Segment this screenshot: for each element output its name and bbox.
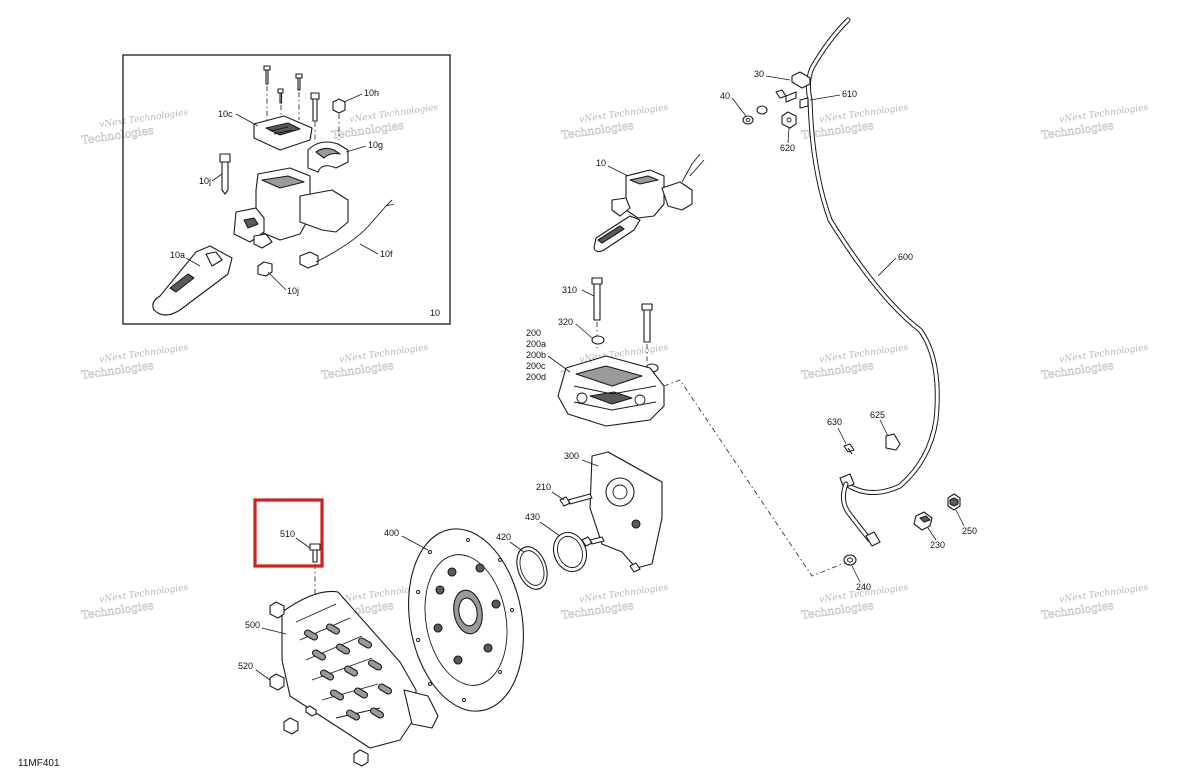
callout-300: 300 [564, 451, 579, 461]
tone-ring-420 [516, 546, 548, 590]
callout-10g: 10g [368, 140, 383, 150]
clip-610 [799, 97, 809, 109]
callout-10c: 10c [218, 109, 233, 119]
inset-number-label: 10 [430, 308, 440, 318]
callout-10f: 10f [380, 249, 393, 259]
inset-master-cylinder-detail: 10 [122, 54, 451, 325]
bleeder-230 [913, 511, 933, 531]
cover-screws [263, 65, 303, 120]
callout-600: 600 [898, 252, 913, 262]
callout-200d: 200d [526, 372, 546, 382]
seal-ring-430 [552, 531, 588, 573]
guard-nuts-520 [269, 601, 369, 767]
callout-320: 320 [558, 317, 573, 327]
callout-500: 500 [245, 620, 260, 630]
callout-240: 240 [856, 582, 871, 592]
bracket-bolts-210 [559, 493, 641, 573]
reservoir-cover-10c [253, 115, 313, 151]
callout-40: 40 [720, 91, 730, 101]
washer-240 [843, 554, 857, 566]
handlebar-clamp-10g [307, 141, 349, 173]
watermark: vNext Technologies Technologies [560, 583, 669, 622]
callout-10h: 10h [364, 88, 379, 98]
callout-430: 430 [525, 512, 540, 522]
watermark: vNext Technologies Technologies [80, 583, 189, 622]
callout-10j-bottom: 10j [287, 286, 299, 296]
callout-10a: 10a [170, 250, 185, 260]
bracket-625 [885, 433, 901, 451]
inset-frame [122, 54, 451, 325]
bleeder-cap-250 [947, 493, 961, 511]
callout-30: 30 [754, 69, 764, 79]
callout-10j-top: 10j [199, 176, 211, 186]
bolt-510 [309, 543, 321, 600]
callout-310: 310 [562, 285, 577, 295]
banjo-bolt-30 [775, 71, 811, 103]
brake-hose-600 [805, 17, 940, 547]
pivot-pin-10j [219, 153, 231, 195]
callout-200c: 200c [526, 361, 546, 371]
clamp-bolt-10h [310, 92, 346, 142]
assembly-centerline [663, 379, 853, 577]
watermark: vNext Technologies Technologies [1040, 343, 1149, 382]
watermark: vNext Technologies Technologies [560, 103, 669, 142]
disc-guard-500 [281, 590, 439, 749]
guard-slots [303, 623, 393, 721]
watermark: vNext Technologies Technologies [1040, 103, 1149, 142]
callout-200: 200 [526, 328, 541, 338]
master-cylinder-body [233, 167, 349, 249]
nut-620 [781, 111, 797, 129]
watermark: vNext Technologies Technologies [800, 103, 909, 142]
callout-200a: 200a [526, 339, 546, 349]
callout-625: 625 [870, 410, 885, 420]
brake-disc-400 [408, 528, 524, 712]
callout-230: 230 [930, 540, 945, 550]
drawing-code-label: 11MF401 [18, 758, 60, 769]
callout-250: 250 [962, 526, 977, 536]
callout-210: 210 [536, 482, 551, 492]
brake-light-switch-10f [299, 199, 395, 269]
bolt-630 [843, 443, 855, 455]
callout-520: 520 [238, 661, 253, 671]
callout-630: 630 [827, 417, 842, 427]
watermark: vNext Technologies Technologies [320, 343, 429, 382]
watermark: vNext Technologies Technologies [80, 108, 189, 147]
callout-420: 420 [496, 532, 511, 542]
watermark: vNext Technologies Technologies [80, 343, 189, 382]
washer-40 [742, 105, 768, 125]
watermark: vNext Technologies Technologies [330, 103, 439, 142]
highlight-box [253, 498, 324, 568]
caliper-bracket-300 [589, 451, 663, 569]
callout-610: 610 [842, 89, 857, 99]
callout-10: 10 [596, 158, 606, 168]
callout-510: 510 [280, 529, 295, 539]
watermark: vNext Technologies Technologies [1040, 583, 1149, 622]
brake-caliper-200 [557, 355, 665, 427]
callout-200b: 200b [526, 350, 546, 360]
watermark: vNext Technologies Technologies [800, 343, 909, 382]
callout-620: 620 [780, 143, 795, 153]
caliper-bolts-310 [591, 277, 653, 362]
brake-lever-10a [152, 245, 233, 316]
callout-400: 400 [384, 528, 399, 538]
master-cylinder-assembly-10 [593, 153, 705, 253]
